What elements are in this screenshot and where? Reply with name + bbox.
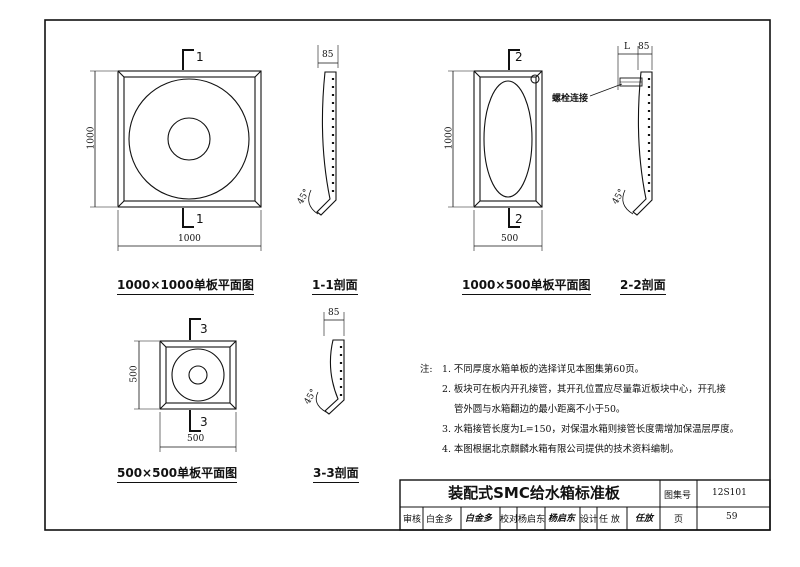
review-signature: 白金多 (465, 514, 493, 524)
plan-1000x1000 (90, 49, 262, 251)
section-mark-3-top: 3 (200, 322, 208, 336)
review-name: 白金多 (426, 515, 454, 525)
note-3: 3. 水箱接管长度为L=150，对保温水箱则接管长度需增加保温层厚度。 (442, 424, 740, 435)
dim-500-height: 500 (129, 365, 140, 383)
design-signature: 任放 (635, 514, 654, 524)
page-number: 59 (726, 512, 738, 522)
plan-500x500-label: 500×500单板平面图 (117, 464, 238, 483)
note-1: 1. 不同厚度水箱单板的选择详见本图集第60页。 (442, 364, 644, 375)
dim-1000x500-height: 1000 (444, 126, 455, 150)
note-4: 4. 本图根据北京麒麟水箱有限公司提供的技术资料编制。 (442, 444, 679, 455)
check-signature: 杨启东 (548, 514, 576, 524)
section-2-2 (589, 46, 653, 216)
note-2-cont: 管外圆与水箱翻边的最小距离不小于50。 (454, 404, 626, 415)
section-mark-1-top: 1 (196, 50, 204, 64)
check-label: 校对 (500, 515, 519, 525)
plan-1000x1000-label: 1000×1000单板平面图 (117, 276, 254, 295)
section-mark-3-bottom: 3 (200, 415, 208, 429)
dim-sec2-L: L (624, 42, 630, 52)
plan-1000x500-label: 1000×500单板平面图 (462, 276, 591, 295)
atlas-number: 12S101 (712, 488, 747, 498)
dim-sec3-85: 85 (328, 308, 340, 318)
bolt-connection-callout: 螺栓连接 (552, 94, 589, 104)
section-2-2-label: 2-2剖面 (620, 276, 666, 295)
section-1-1-label: 1-1剖面 (312, 276, 358, 295)
section-mark-2-top: 2 (515, 50, 523, 64)
dim-sec1-85: 85 (322, 50, 334, 60)
check-name: 杨启东 (518, 515, 546, 525)
title-block-lines (399, 479, 771, 531)
review-label: 审核 (403, 515, 422, 525)
design-name: 任 放 (599, 515, 620, 525)
section-mark-2-bottom: 2 (515, 212, 523, 226)
section-mark-1-bottom: 1 (196, 212, 204, 226)
notes-block: 注: 1. 不同厚度水箱单板的选择详见本图集第60页。 2. 板块可在板内开孔接… (420, 360, 750, 460)
drawing-title: 装配式SMC给水箱标准板 (448, 484, 620, 502)
dim-1000-width: 1000 (178, 234, 201, 244)
dim-1000x500-width: 500 (501, 234, 519, 244)
plan-500x500 (134, 318, 237, 452)
plan-1000x500 (448, 49, 543, 251)
dim-1000-height: 1000 (86, 126, 97, 150)
section-3-3-label: 3-3剖面 (313, 464, 359, 483)
note-2: 2. 板块可在板内开孔接管，其开孔位置应尽量靠近板块中心，开孔接 (442, 384, 726, 395)
dim-sec2-85: 85 (638, 42, 650, 52)
notes-heading: 注: (420, 364, 433, 375)
design-label: 设计 (580, 515, 599, 525)
section-1-1 (308, 45, 339, 216)
dim-500-width: 500 (187, 434, 205, 444)
page-label: 页 (674, 515, 684, 525)
atlas-label: 图集号 (664, 491, 692, 501)
section-3-3 (315, 312, 345, 415)
